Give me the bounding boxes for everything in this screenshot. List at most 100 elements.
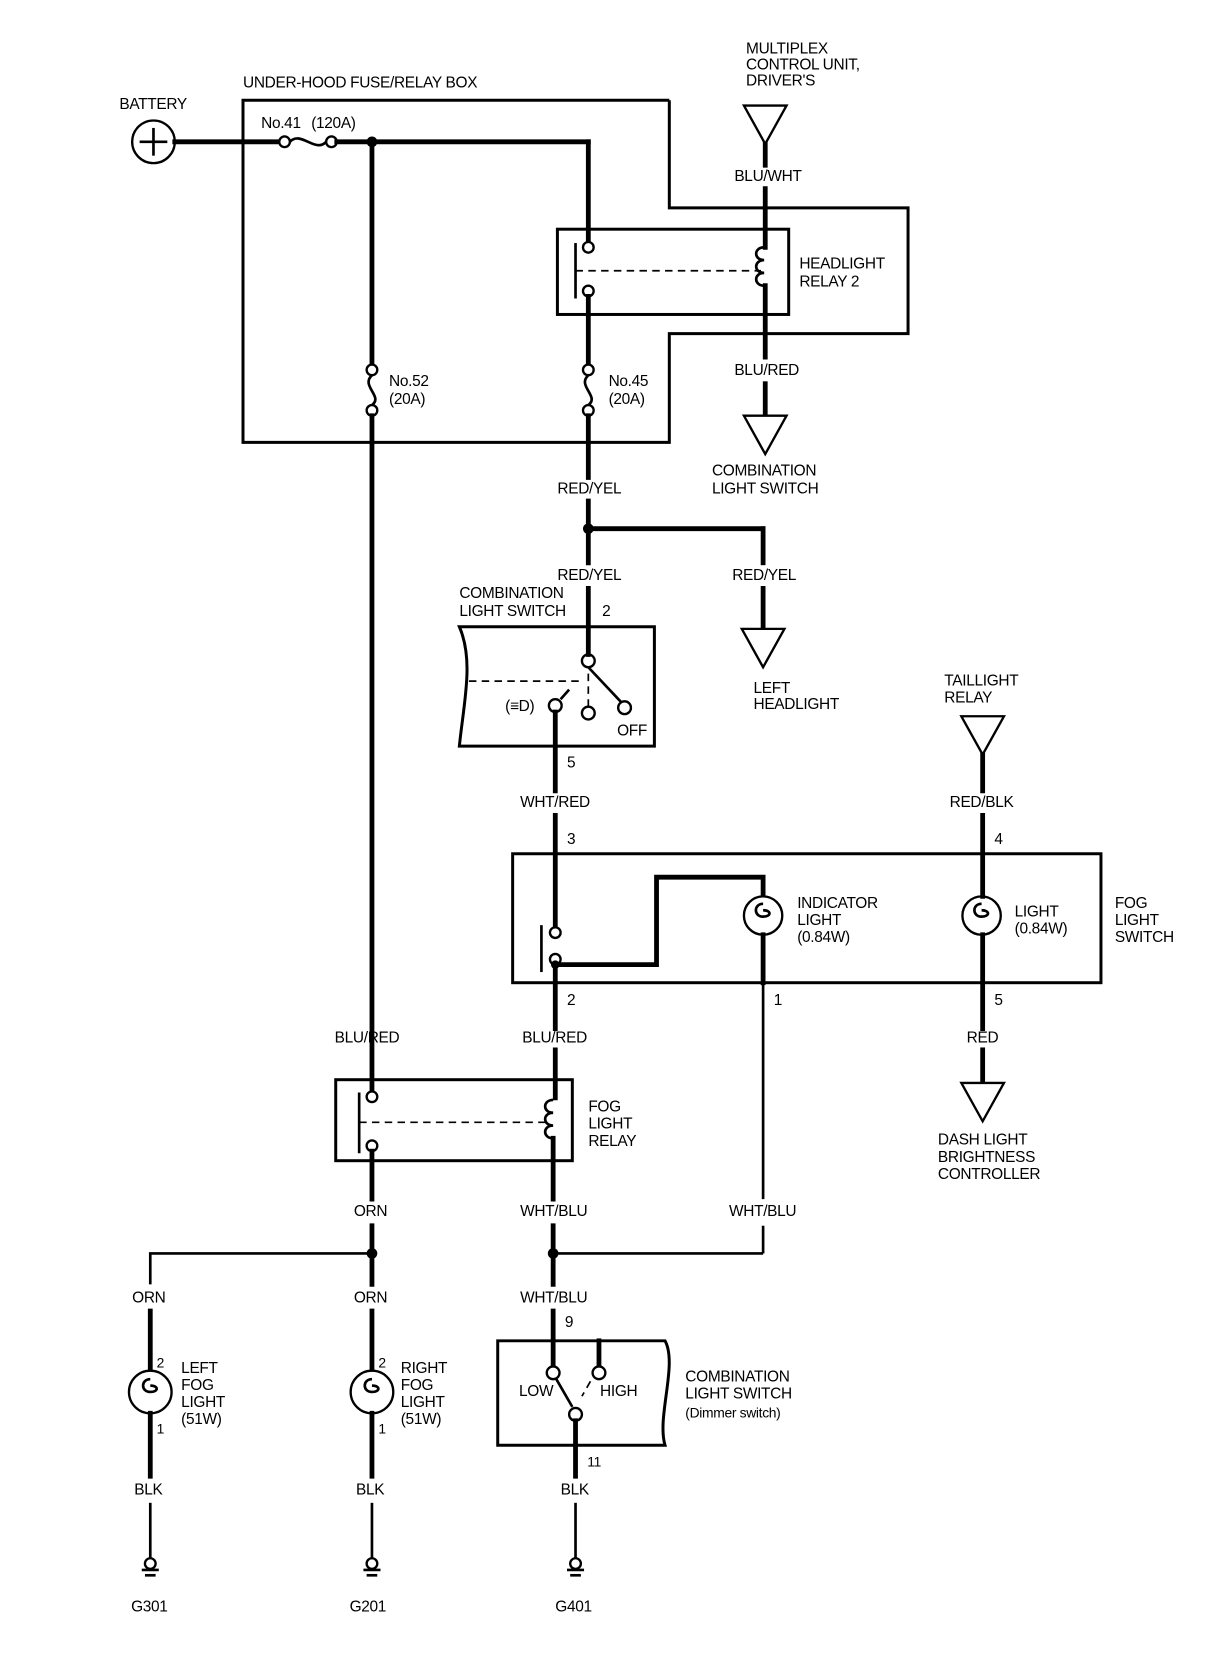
svg-text:2: 2 xyxy=(157,1354,164,1370)
pin-number: 3 xyxy=(567,831,575,848)
connector-arrow-icon xyxy=(741,104,789,147)
svg-text:(51W): (51W) xyxy=(401,1411,442,1428)
svg-text:LEFT: LEFT xyxy=(181,1360,218,1377)
wire-label: BLK xyxy=(561,1481,590,1498)
fuse-box-label: UNDER-HOOD FUSE/RELAY BOX xyxy=(243,74,477,91)
wire-label: ORN xyxy=(354,1203,387,1220)
indicator-light-bulb-icon xyxy=(742,895,784,936)
fuse-52: No.52 (20A) xyxy=(365,363,429,417)
fuse-41: No.41 (120A) xyxy=(261,115,356,149)
right-fog-light: 2 1 RIGHT FOG LIGHT (51W) xyxy=(349,1354,448,1437)
svg-text:LIGHT: LIGHT xyxy=(797,912,842,929)
svg-text:FOG: FOG xyxy=(588,1099,621,1116)
svg-text:FOG: FOG xyxy=(181,1377,214,1394)
svg-text:MULTIPLEX: MULTIPLEX xyxy=(746,40,828,57)
relay-coil-icon xyxy=(754,245,765,288)
svg-text:COMBINATION: COMBINATION xyxy=(459,585,563,602)
wire-label: BLU/RED xyxy=(522,1029,587,1046)
svg-text:SWITCH: SWITCH xyxy=(1115,929,1174,946)
svg-text:LIGHT: LIGHT xyxy=(1015,904,1060,921)
wire-label: WHT/RED xyxy=(520,794,590,811)
pin-number: 4 xyxy=(994,831,1003,848)
svg-text:G201: G201 xyxy=(350,1599,387,1616)
fuse-45-rating: (20A) xyxy=(609,391,645,408)
pin-number: 9 xyxy=(565,1314,573,1331)
connector-arrow-icon xyxy=(741,414,789,457)
wire-label: WHT/BLU xyxy=(729,1203,796,1220)
svg-text:LIGHT SWITCH: LIGHT SWITCH xyxy=(712,481,819,498)
svg-text:LIGHT: LIGHT xyxy=(588,1116,633,1133)
svg-text:INDICATOR: INDICATOR xyxy=(797,895,878,912)
svg-text:G301: G301 xyxy=(131,1599,168,1616)
svg-text:(51W): (51W) xyxy=(181,1411,222,1428)
svg-text:LEFT: LEFT xyxy=(754,680,791,697)
svg-text:RELAY: RELAY xyxy=(588,1133,636,1150)
left-fog-light: 2 1 LEFT FOG LIGHT (51W) xyxy=(127,1354,226,1437)
svg-text:1: 1 xyxy=(157,1421,165,1437)
wire-label: WHT/BLU xyxy=(520,1289,587,1306)
wire-label: ORN xyxy=(132,1289,165,1306)
fuse-terminal-icon xyxy=(278,135,292,149)
pin-number: 11 xyxy=(587,1454,601,1470)
svg-text:DRIVER'S: DRIVER'S xyxy=(746,72,815,89)
svg-text:BRIGHTNESS: BRIGHTNESS xyxy=(938,1149,1035,1166)
headlight-relay-2: HEADLIGHT RELAY 2 xyxy=(555,227,886,316)
svg-text:LIGHT SWITCH: LIGHT SWITCH xyxy=(459,603,566,620)
fuse-52-rating: (20A) xyxy=(389,391,425,408)
svg-text:(0.84W): (0.84W) xyxy=(1015,921,1068,938)
dimmer-high-label: HIGH xyxy=(600,1383,637,1400)
svg-text:FOG: FOG xyxy=(1115,895,1147,912)
ground-g301: G301 xyxy=(131,1557,168,1616)
pin-number: 2 xyxy=(567,992,575,1009)
fuse-41-name: No.41 xyxy=(261,115,301,132)
svg-text:(0.84W): (0.84W) xyxy=(797,929,850,946)
svg-text:RELAY: RELAY xyxy=(944,689,992,706)
svg-text:HEADLIGHT: HEADLIGHT xyxy=(754,696,840,713)
illumination-light-bulb-icon xyxy=(961,895,1002,936)
taillight-relay: TAILLIGHT RELAY xyxy=(944,672,1020,758)
pin-number: 5 xyxy=(567,754,575,771)
svg-text:LIGHT: LIGHT xyxy=(1115,912,1160,929)
fuse-41-rating: (120A) xyxy=(311,115,356,132)
fuse-45-name: No.45 xyxy=(609,373,649,390)
svg-text:(Dimmer switch): (Dimmer switch) xyxy=(685,1405,780,1421)
battery: BATTERY xyxy=(119,96,187,165)
relay-label: RELAY 2 xyxy=(799,274,859,291)
fuse-52-name: No.52 xyxy=(389,373,429,390)
ground-icon xyxy=(365,1557,379,1571)
svg-text:CONTROL UNIT,: CONTROL UNIT, xyxy=(746,56,860,73)
wire-label: BLK xyxy=(134,1481,163,1498)
pin-number: 2 xyxy=(602,603,610,620)
relay-coil-icon xyxy=(543,1098,554,1140)
dash-light-brightness-controller: DASH LIGHT BRIGHTNESS CONTROLLER xyxy=(938,1132,1041,1183)
ground-icon xyxy=(143,1557,157,1571)
wire-label: RED xyxy=(967,1029,999,1046)
svg-text:COMBINATION: COMBINATION xyxy=(712,462,816,479)
ground-g201: G201 xyxy=(350,1557,387,1616)
wire-label: RED/YEL xyxy=(557,481,622,498)
fog-light-switch: FOG LIGHT SWITCH INDICATOR LIGHT (0.84W)… xyxy=(511,852,1174,986)
wire-label: BLU/WHT xyxy=(734,168,802,185)
wire-label: RED/BLK xyxy=(950,794,1015,811)
svg-text:G401: G401 xyxy=(555,1599,592,1616)
relay-label: HEADLIGHT xyxy=(799,256,885,273)
wire-label: ORN xyxy=(354,1289,387,1306)
svg-text:DASH LIGHT: DASH LIGHT xyxy=(938,1132,1028,1149)
wire-label: RED/YEL xyxy=(732,567,797,584)
wire-label: BLK xyxy=(356,1481,385,1498)
wire-label: RED/YEL xyxy=(557,567,622,584)
battery-label: BATTERY xyxy=(119,96,187,113)
svg-text:RIGHT: RIGHT xyxy=(401,1360,448,1377)
svg-text:1: 1 xyxy=(378,1421,386,1437)
connector-arrow-icon xyxy=(959,715,1006,758)
ground-g401: G401 xyxy=(555,1557,592,1616)
svg-text:2: 2 xyxy=(378,1354,385,1370)
pin-number: 5 xyxy=(994,992,1002,1009)
fog-light-relay: FOG LIGHT RELAY xyxy=(334,1078,637,1163)
connector-arrow-icon xyxy=(739,627,787,670)
ground-icon xyxy=(569,1557,583,1571)
svg-text:LIGHT: LIGHT xyxy=(401,1394,446,1411)
wire-label: WHT/BLU xyxy=(520,1203,587,1220)
fuse-45: No.45 (20A) xyxy=(581,363,649,417)
